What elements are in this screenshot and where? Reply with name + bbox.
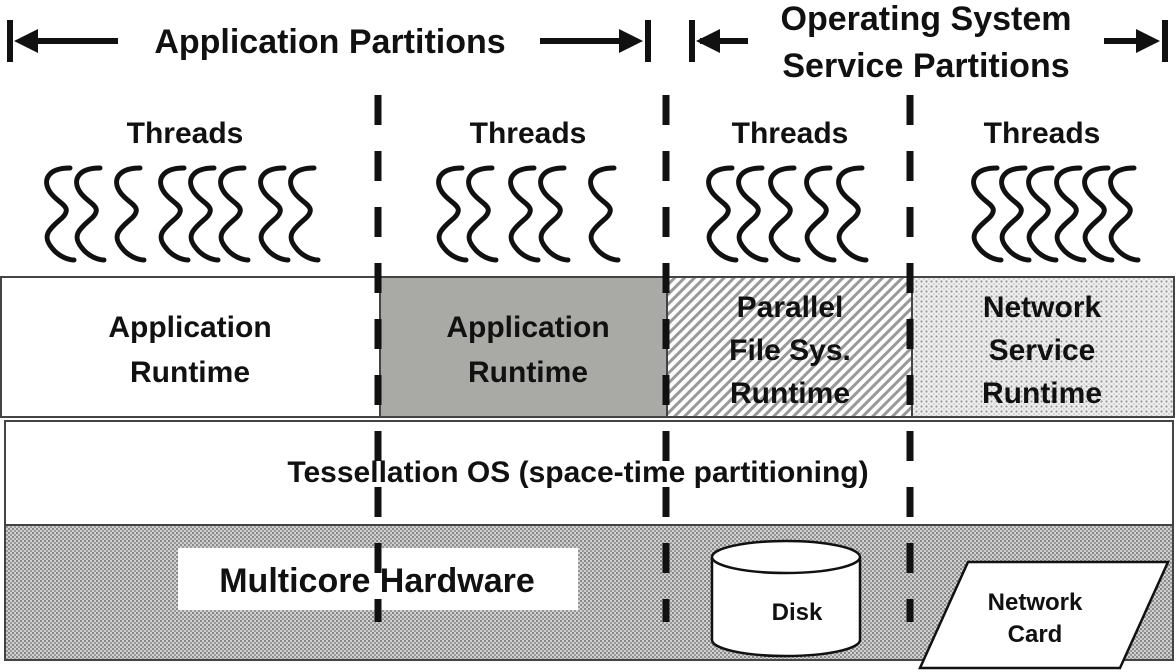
os-partitions-label-line1: Operating System <box>781 0 1072 38</box>
application-partitions-label: Application Partitions <box>154 23 505 61</box>
runtime-box-2 <box>379 276 668 418</box>
runtime-box-3 <box>666 276 913 418</box>
thread-icon <box>74 165 107 263</box>
runtime-label: Application <box>108 311 271 344</box>
runtime-label: Runtime <box>130 356 250 389</box>
thread-icon <box>114 165 147 263</box>
thread-icon <box>836 165 869 263</box>
thread-icon <box>1054 165 1087 263</box>
threads-label: Threads <box>984 117 1101 150</box>
threads-label: Threads <box>732 117 849 150</box>
runtime-label: Parallel <box>737 291 844 324</box>
thread-icon <box>436 165 469 263</box>
thread-icon <box>258 165 291 263</box>
thread-icon <box>218 165 251 263</box>
runtime-label: Runtime <box>468 356 588 389</box>
runtime-box-4 <box>911 276 1175 418</box>
thread-icon <box>999 165 1032 263</box>
runtime-label: Service <box>989 334 1096 367</box>
thread-icon <box>1082 165 1115 263</box>
thread-icon <box>538 165 571 263</box>
thread-icon <box>804 165 837 263</box>
thread-icon <box>188 165 221 263</box>
thread-icon <box>588 165 621 263</box>
thread-icon <box>466 165 499 263</box>
thread-icon <box>44 165 77 263</box>
threads-label: Threads <box>127 117 244 150</box>
network-card-icon <box>918 560 1170 670</box>
network-card-label-line2: Card <box>1008 621 1063 648</box>
runtime-label: Network <box>983 291 1102 324</box>
thread-icon <box>1026 165 1059 263</box>
disk-label: Disk <box>772 599 823 626</box>
runtime-box-1 <box>0 276 381 418</box>
runtime-label: File Sys. <box>729 334 851 367</box>
runtime-label: Runtime <box>982 377 1102 410</box>
os-layer-label: Tessellation OS (space-time partitioning… <box>287 456 868 489</box>
application-partitions-arrow <box>7 20 651 62</box>
thread-icon <box>971 165 1004 263</box>
network-card-label-line1: Network <box>988 589 1083 616</box>
runtime-label: Application <box>446 311 609 344</box>
thread-icon <box>706 165 739 263</box>
thread-icon <box>288 165 321 263</box>
thread-icon <box>508 165 541 263</box>
thread-icon <box>158 165 191 263</box>
thread-icon <box>768 165 801 263</box>
thread-icon <box>736 165 769 263</box>
os-layer <box>4 420 1174 526</box>
disk-icon <box>710 539 862 658</box>
os-partitions-arrow <box>689 20 1168 62</box>
runtime-label: Runtime <box>730 377 850 410</box>
threads-label: Threads <box>470 117 587 150</box>
os-partitions-label-line2: Service Partitions <box>782 47 1069 85</box>
thread-icon <box>1108 165 1141 263</box>
